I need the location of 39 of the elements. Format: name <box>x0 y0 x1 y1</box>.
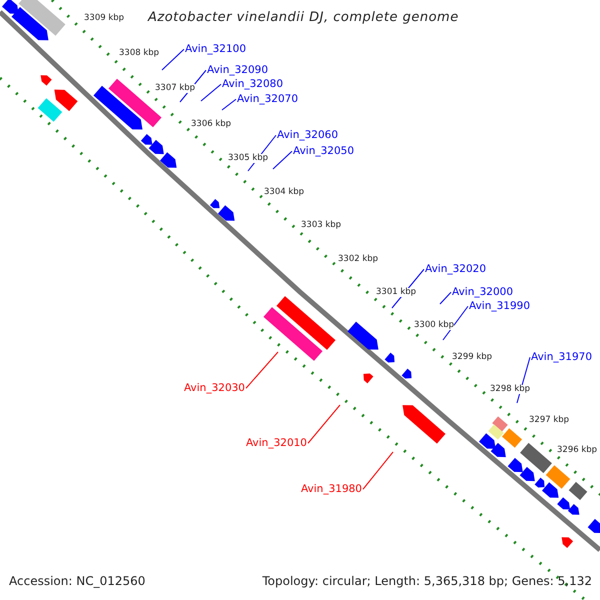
gene-label: Avin_32080 <box>222 79 284 90</box>
gene-label: Avin_32090 <box>207 65 268 76</box>
leader-line <box>162 48 184 70</box>
gene-label: Avin_32060 <box>277 130 338 140</box>
scale-label: 3301 kbp <box>376 288 416 296</box>
scale-label: 3299 kbp <box>452 353 492 362</box>
leader-line <box>222 98 236 110</box>
accession-text: Accession: NC_012560 <box>9 575 146 587</box>
gene-label: Avin_32000 <box>452 287 514 298</box>
scale-label: 3304 kbp <box>264 188 304 196</box>
genome-info-text: Topology: circular; Length: 5,365,318 bp; Genes: 5,132 <box>262 575 592 587</box>
scale-label: 3307 kbp <box>155 84 196 92</box>
scale-label: 3300 kbp <box>414 321 454 330</box>
gene-label: Avin_31970 <box>531 352 592 362</box>
gene-label: Avin_32010 <box>246 438 307 448</box>
leader-line <box>200 84 222 102</box>
leader-line <box>442 306 468 340</box>
gene-label: Avin_32020 <box>425 264 486 274</box>
leader-line <box>308 404 340 444</box>
gene-label: Avin_31980 <box>300 484 362 494</box>
scale-label: 3309 kbp <box>84 14 124 22</box>
gene-label: Avin_32100 <box>185 44 246 54</box>
gene-label: Avin_31990 <box>469 301 530 312</box>
scale-label: 3308 kbp <box>119 49 160 58</box>
scale-label: 3303 kbp <box>301 221 342 230</box>
gene-label: Avin_32070 <box>237 94 298 104</box>
gene-label: Avin_32050 <box>293 146 354 156</box>
scale-label: 3306 kbp <box>191 120 232 128</box>
scale-label: 3302 kbp <box>338 255 378 264</box>
leader-line <box>362 452 394 490</box>
scale-label: 3305 kbp <box>228 154 268 162</box>
scale-label: 3298 kbp <box>490 385 530 394</box>
scale-label: 3296 kbp <box>557 446 598 454</box>
gene-label: Avin_32030 <box>184 383 245 394</box>
leader-line <box>246 352 278 389</box>
leader-line <box>272 150 292 170</box>
title: Azotobacter vinelandii DJ, complete genome <box>148 11 459 24</box>
scale-label: 3297 kbp <box>529 416 570 424</box>
leader-line <box>440 292 452 304</box>
